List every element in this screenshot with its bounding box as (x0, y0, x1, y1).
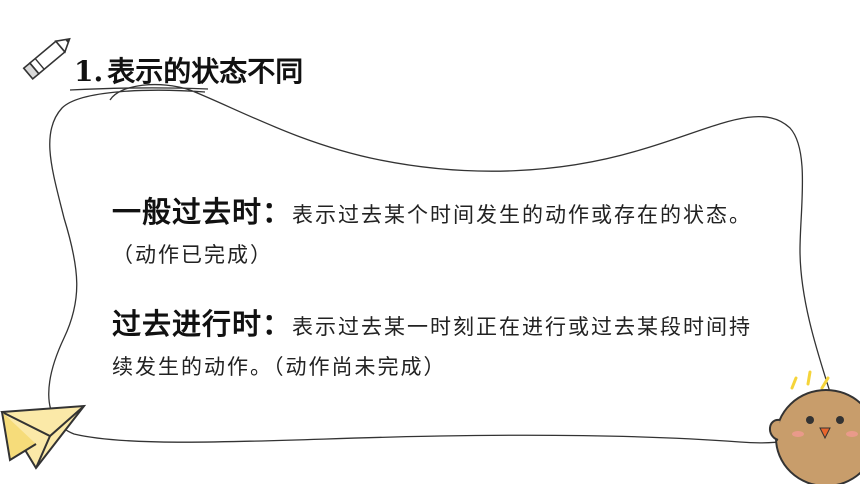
pencil-icon (22, 37, 71, 81)
paragraph-past-continuous: 过去进行时：表示过去某一时刻正在进行或过去某段时间持续发生的动作。（动作尚未完成… (112, 304, 752, 387)
definition-simple-past: 表示过去某个时间发生的动作或存在的状态。（动作已完成） (112, 203, 753, 267)
title-text: 表示的状态不同 (107, 55, 304, 88)
term-past-continuous: 过去进行时： (112, 307, 293, 341)
term-simple-past: 一般过去时： (112, 195, 293, 229)
title-number: 1. (74, 55, 104, 88)
page-title: 1.表示的状态不同 (74, 50, 303, 90)
heading-underline (69, 87, 209, 91)
definition-past-continuous: 表示过去某一时刻正在进行或过去某段时间持续发生的动作。（动作尚未完成） (112, 315, 753, 379)
paper-plane-icon (0, 404, 87, 470)
paragraph-simple-past: 一般过去时：表示过去某个时间发生的动作或存在的状态。（动作已完成） (112, 192, 752, 275)
chick-mascot-icon (769, 370, 860, 484)
